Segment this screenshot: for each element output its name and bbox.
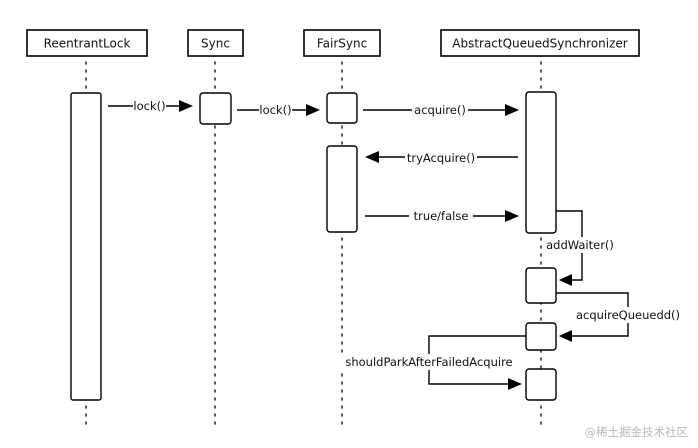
participant-fairsync: FairSync bbox=[303, 29, 381, 57]
message-add-waiter: addWaiter() bbox=[544, 210, 616, 286]
participant-sync: Sync bbox=[187, 29, 244, 57]
activation-aqs-2 bbox=[525, 267, 557, 304]
activation-fairsync-2 bbox=[326, 145, 358, 233]
activation-fairsync-1 bbox=[326, 92, 358, 124]
activation-aqs-4 bbox=[525, 368, 557, 401]
participant-label: AbstractQueuedSynchronizer bbox=[452, 37, 628, 51]
activation-reentrantlock bbox=[70, 92, 102, 401]
message-try-acquire: tryAcquire() bbox=[365, 150, 518, 166]
message-acquire-queued: acquireQueuedd() bbox=[556, 292, 684, 342]
message-label: shouldParkAfterFailedAcquire bbox=[345, 355, 512, 369]
participant-aqs: AbstractQueuedSynchronizer bbox=[440, 29, 640, 57]
message-lock-2: lock() bbox=[237, 102, 320, 118]
message-should-park: shouldParkAfterFailedAcquire bbox=[336, 335, 526, 390]
participant-label: FairSync bbox=[317, 37, 367, 51]
activation-aqs-1 bbox=[525, 91, 557, 234]
message-label: acquire() bbox=[414, 103, 466, 117]
message-label: acquireQueuedd() bbox=[576, 308, 680, 322]
message-label: true/false bbox=[414, 209, 469, 223]
message-lock-1: lock() bbox=[108, 98, 193, 114]
activation-aqs-3 bbox=[525, 322, 557, 351]
message-true-false: true/false bbox=[365, 208, 519, 224]
message-acquire: acquire() bbox=[363, 102, 519, 118]
message-label: lock() bbox=[133, 99, 165, 113]
message-label: lock() bbox=[259, 103, 291, 117]
activation-sync bbox=[199, 92, 232, 125]
message-label: tryAcquire() bbox=[407, 151, 475, 165]
message-label: addWaiter() bbox=[546, 238, 614, 252]
participant-label: ReentrantLock bbox=[44, 37, 131, 51]
participant-reentrantlock: ReentrantLock bbox=[26, 29, 148, 57]
watermark: @稀土掘金技术社区 bbox=[584, 425, 689, 439]
participant-label: Sync bbox=[201, 37, 230, 51]
